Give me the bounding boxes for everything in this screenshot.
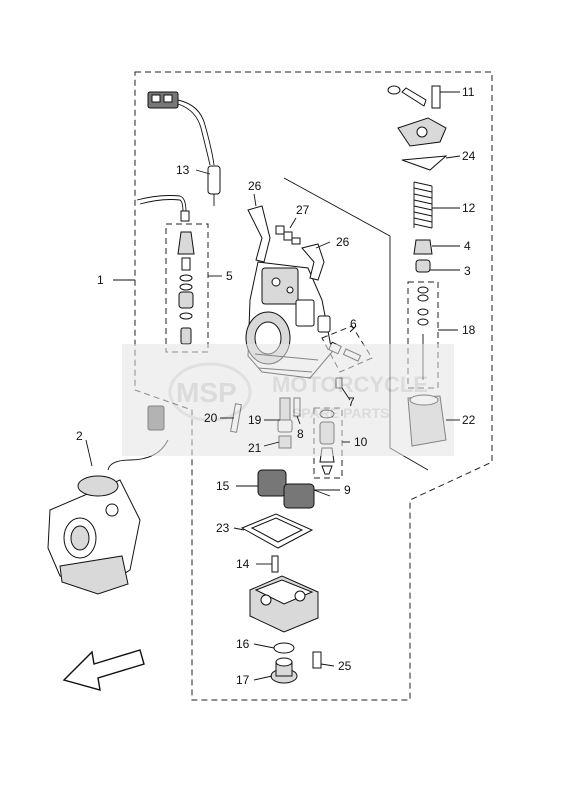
- callout-4: 4: [464, 239, 471, 253]
- callout-21: 21: [248, 441, 262, 455]
- callout-27: 27: [296, 203, 310, 217]
- needle-holder-4: [413, 239, 433, 255]
- float-chamber-gasket: [240, 513, 314, 549]
- direction-arrow: [62, 649, 145, 691]
- callout-11: 11: [462, 85, 475, 99]
- watermark-line2: SPARE PARTS: [292, 405, 390, 421]
- callout-14: 14: [236, 557, 250, 571]
- callout-26-left: 26: [248, 179, 262, 193]
- clip-3: [415, 259, 431, 273]
- callout-16: 16: [236, 637, 250, 651]
- callout-6: 6: [350, 317, 357, 331]
- callout-26-right: 26: [336, 235, 350, 249]
- watermark: MSP MOTORCYCLE SPARE PARTS: [122, 344, 454, 456]
- screw-25: [312, 651, 322, 669]
- throttle-spring: [413, 181, 433, 229]
- callout-18: 18: [462, 323, 476, 337]
- throttle-cap-assembly: [387, 85, 448, 171]
- callout-labels: 1 2 3 4 5 6 7 8 9 10 11 12 13 14 15 16 1…: [76, 85, 476, 687]
- callout-12: 12: [462, 201, 476, 215]
- callout-22: 22: [462, 413, 476, 427]
- callout-5: 5: [226, 269, 233, 283]
- callout-2: 2: [76, 429, 83, 443]
- float-and-pin: [257, 469, 331, 509]
- callout-9: 9: [344, 483, 351, 497]
- throttle-sensor-harness: [147, 91, 221, 206]
- screw-14: [271, 555, 279, 573]
- watermark-logo: [168, 362, 252, 422]
- o-ring-16: [273, 642, 295, 654]
- watermark-line1: MOTORCYCLE: [272, 372, 428, 397]
- float-chamber: [249, 575, 319, 633]
- callout-24: 24: [462, 149, 476, 163]
- callout-17: 17: [236, 673, 250, 687]
- callout-1: 1: [97, 273, 104, 287]
- callout-25: 25: [338, 659, 352, 673]
- callout-20: 20: [204, 411, 218, 425]
- callout-8: 8: [297, 427, 304, 441]
- callout-10: 10: [354, 435, 368, 449]
- drain-plug-17: [270, 657, 298, 684]
- callout-3: 3: [464, 264, 471, 278]
- vent-hose: [136, 195, 190, 222]
- pilot-screw-set: [165, 223, 209, 353]
- leader-lines: [85, 91, 461, 681]
- callout-13: 13: [176, 163, 190, 177]
- assembly-guide-line: [283, 177, 429, 471]
- callout-23: 23: [216, 521, 230, 535]
- vent-hoses-top: [247, 205, 325, 281]
- watermark-logo-text: MSP: [176, 377, 237, 408]
- callout-15: 15: [216, 479, 230, 493]
- callout-19: 19: [248, 413, 262, 427]
- callout-7: 7: [348, 395, 355, 409]
